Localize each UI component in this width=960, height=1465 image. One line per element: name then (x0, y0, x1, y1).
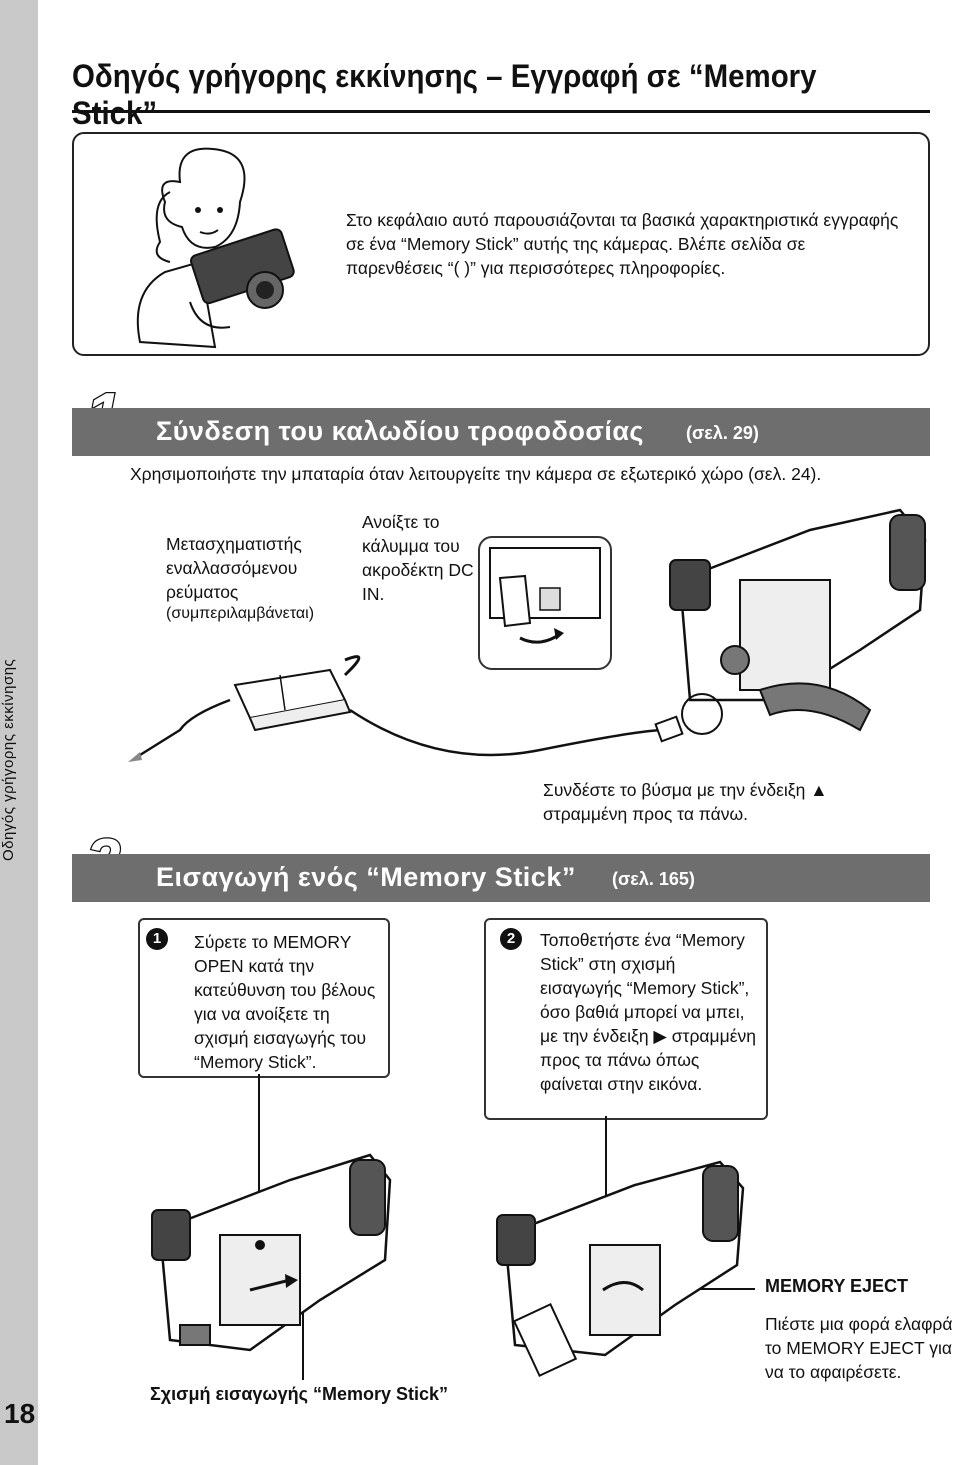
page-title: Οδηγός γρήγορης εκκίνησης – Εγγραφή σε “… (72, 58, 889, 132)
camcorder-illustration (660, 500, 935, 740)
title-divider (72, 110, 930, 113)
substep-2-text: Τοποθετήστε ένα “Memory Stick” στη σχισμ… (540, 928, 760, 1096)
intro-text: Στο κεφάλαιο αυτό παρουσιάζονται τα βασι… (346, 208, 906, 280)
connect-plug-note: Συνδέστε το βύσμα με την ένδειξη ▲ στραμ… (543, 778, 913, 826)
adapter-included-note: (συμπεριλαμβάνεται) (166, 602, 366, 626)
woman-filming-illustration (120, 142, 320, 347)
step-2-page-ref: (σελ. 165) (612, 869, 695, 890)
camcorder-insert-stick-illustration (485, 1150, 760, 1375)
page-number: 18 (4, 1398, 35, 1430)
substep-1-number: 1 (146, 928, 168, 950)
step-1-title: Σύνδεση του καλωδίου τροφοδοσίας (156, 416, 644, 447)
memory-eject-text: Πιέστε μια φορά ελαφρά το MEMORY EJECT γ… (765, 1312, 955, 1384)
step-1-page-ref: (σελ. 29) (686, 423, 759, 444)
adapter-label: Μετασχηματιστής εναλλασσόμενου ρεύματος (166, 532, 356, 604)
memory-eject-title: MEMORY EJECT (765, 1276, 908, 1297)
ac-adapter-illustration (120, 630, 720, 780)
side-tab-label: Οδηγός γρήγορης εκκίνησης (0, 600, 38, 920)
step-2-title: Εισαγωγή ενός “Memory Stick” (156, 862, 576, 893)
dc-in-cover-label: Ανοίξτε το κάλυμμα του ακροδέκτη DC IN. (362, 510, 474, 606)
memory-stick-slot-caption: Σχισμή εισαγωγής “Memory Stick” (150, 1384, 448, 1405)
step-1-battery-note: Χρησιμοποιήστε την μπαταρία όταν λειτουρ… (130, 462, 920, 486)
camcorder-open-slot-illustration (140, 1140, 395, 1370)
substep-2-number: 2 (500, 928, 522, 950)
substep-1-text: Σύρετε το MEMORY OPEN κατά την κατεύθυνσ… (194, 930, 382, 1074)
